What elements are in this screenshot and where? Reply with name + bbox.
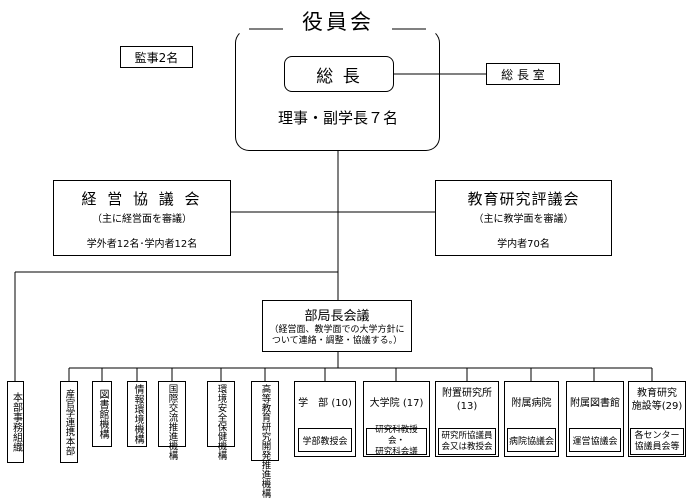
management-council-box[interactable]: 経 営 協 議 会 （主に経営面を審議） 学外者12名･学内者12名: [53, 180, 231, 256]
division-name-line: 施設等(29): [631, 401, 683, 412]
admin-unit-industry-collab[interactable]: 産官学連携本部: [60, 381, 78, 463]
board-members: 理事・副学長７名: [277, 108, 398, 127]
board-title-text: 役員会: [302, 10, 374, 34]
council-line: 研究科教授会・: [375, 425, 418, 446]
management-council-subtitle: （主に経営面を審議）: [92, 214, 192, 225]
division-library-council[interactable]: 運営協議会: [569, 428, 621, 452]
division-name-line: (13): [456, 401, 478, 412]
division-research-institutes-name: 附置研究所 (13): [435, 386, 499, 414]
council-line: 研究科会議: [375, 447, 418, 457]
division-graduate-schools-council[interactable]: 研究科教授会・ 研究科会議: [366, 425, 427, 457]
management-council-title: 経 営 協 議 会: [81, 190, 203, 208]
board-frame-top: [249, 28, 426, 30]
division-research-facilities-name: 教育研究 施設等(29): [628, 386, 686, 414]
education-council-box[interactable]: 教育研究評議会 （主に教学面を審議） 学内者70名: [435, 180, 612, 256]
admin-unit-label: 本部事務組織: [10, 392, 22, 452]
education-council-title: 教育研究評議会: [467, 190, 580, 208]
education-council-subtitle: （主に教学面を審議）: [473, 214, 574, 225]
admin-unit-international[interactable]: 国際交流推進機構: [158, 381, 186, 460]
auditors-box[interactable]: 監事2名: [120, 46, 193, 68]
board-title: [278, 8, 398, 34]
deans-council-desc-line2: ついて連絡・調整・協議する。）: [271, 336, 403, 346]
admin-unit-label: 産官学連携本部: [63, 388, 75, 456]
education-council-members: 学内者70名: [497, 239, 550, 250]
division-hospital-name: 附属病院: [511, 397, 552, 409]
admin-unit-label: 環境安全保健機構: [215, 384, 227, 460]
board-frame: [235, 29, 440, 151]
division-faculties-name: 学 部 (10): [298, 397, 352, 409]
admin-unit-label: 高等教育研究開発推進機構: [259, 384, 271, 498]
council-line: 研究所協議員: [441, 430, 493, 441]
division-graduate-schools-name: 大学院 (17): [369, 397, 424, 409]
council-line: 各センター: [634, 430, 680, 441]
division-research-institutes-council[interactable]: 研究所協議員 会又は教授会: [438, 428, 496, 455]
admin-unit-environment-safety[interactable]: 環境安全保健機構: [207, 381, 235, 460]
division-library-name: 附属図書館: [570, 397, 620, 409]
president-box[interactable]: 総 長: [284, 56, 394, 92]
admin-unit-information[interactable]: 情報環境機構: [127, 381, 147, 447]
deans-council-title: 部局長会議: [304, 309, 370, 324]
division-faculties-council[interactable]: 学部教授会: [298, 428, 352, 452]
division-name-line: 教育研究: [637, 388, 677, 399]
admin-unit-headquarters[interactable]: 本部事務組織: [7, 381, 24, 463]
admin-unit-higher-education[interactable]: 高等教育研究開発推進機構: [251, 381, 279, 498]
admin-unit-library[interactable]: 図書館機構: [92, 381, 112, 447]
division-name-line: 附置研究所: [442, 388, 492, 399]
admin-unit-label: 情報環境機構: [132, 384, 143, 444]
division-research-facilities-council[interactable]: 各センター 協議員会等: [630, 428, 684, 455]
division-hospital-council[interactable]: 病院協議会: [507, 428, 556, 452]
admin-unit-label: 図書館機構: [97, 389, 108, 439]
admin-unit-label: 国際交流推進機構: [166, 384, 178, 460]
deans-council-desc-line1: （経営面、教学面での大学方針に: [269, 325, 405, 335]
council-line: 協議員会等: [634, 441, 680, 452]
deans-council-box[interactable]: 部局長会議 （経営面、教学面での大学方針に ついて連絡・調整・協議する。）: [262, 300, 412, 352]
management-council-members: 学外者12名･学内者12名: [86, 239, 198, 250]
presidents-office-box[interactable]: 総 長 室: [486, 63, 560, 85]
council-line: 会又は教授会: [441, 441, 493, 452]
